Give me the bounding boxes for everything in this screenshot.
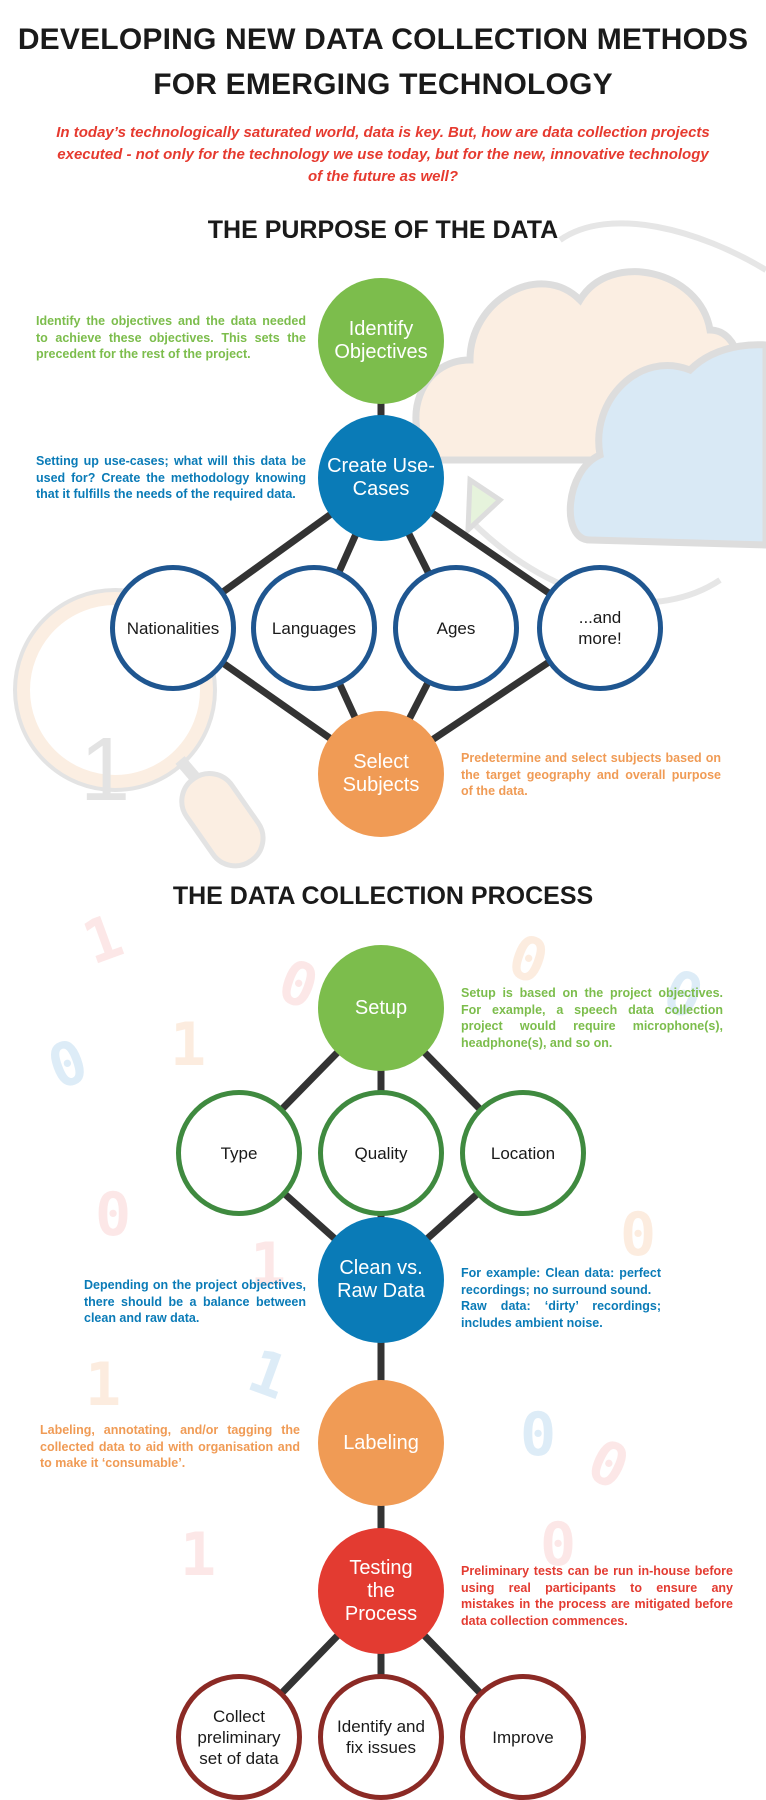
node-label: Select Subjects: [342, 751, 420, 796]
node-ages: Ages: [393, 565, 519, 691]
node-label: Testing the Process: [344, 1556, 418, 1625]
node-label: Location: [490, 1143, 556, 1163]
section-heading-process: THE DATA COLLECTION PROCESS: [172, 882, 594, 910]
node-select-subjects: Select Subjects: [318, 711, 444, 837]
node-label: Clean vs. Raw Data: [337, 1257, 425, 1302]
binary-digit: 1: [250, 1230, 287, 1300]
binary-digit: 0: [620, 1200, 657, 1270]
node-type: Type: [176, 1090, 302, 1216]
binary-digit: 1: [180, 1520, 217, 1590]
node-label: Labeling: [343, 1431, 419, 1454]
node-label: Identify Objectives: [334, 318, 428, 363]
node-identify-objectives: Identify Objectives: [318, 278, 444, 404]
node-location: Location: [460, 1090, 586, 1216]
magnifier-icon: 1: [13, 588, 266, 869]
node-label: Create Use-Cases: [327, 455, 435, 500]
clean-vs-raw-description-right: For example: Clean data: perfect recordi…: [461, 1265, 661, 1331]
node-label: Setup: [354, 996, 408, 1019]
binary-digit: 0: [520, 1400, 557, 1470]
node-label: Improve: [492, 1727, 554, 1747]
raw-data-example: Raw data: ‘dirty’ recordings; includes a…: [461, 1299, 661, 1330]
node-labeling: Labeling: [318, 1380, 444, 1506]
node-label: Identify and fix issues: [337, 1717, 425, 1757]
node-label: Nationalities: [126, 618, 220, 638]
binary-digit: 0: [540, 1510, 577, 1580]
play-triangle-icon: [465, 475, 505, 536]
node-identify-and-fix-issues: Identify and fix issues: [318, 1674, 444, 1800]
page-title-line1: DEVELOPING NEW DATA COLLECTION METHODS: [17, 23, 749, 56]
select-subjects-description: Predetermine and select subjects based o…: [461, 751, 721, 798]
node-label: Quality: [354, 1143, 408, 1163]
node-testing-the-process: Testing the Process: [318, 1528, 444, 1654]
labeling-description: Labeling, annotating, and/or tagging the…: [40, 1423, 300, 1470]
cloud-icon: [412, 220, 766, 606]
node-label: Collect preliminary set of data: [197, 1706, 281, 1768]
node-languages: Languages: [251, 565, 377, 691]
identify-objectives-description: Identify the objectives and the data nee…: [36, 314, 306, 361]
clean-vs-raw-description-left: Depending on the project objectives, the…: [84, 1278, 306, 1325]
node-and-more: ...and more!: [537, 565, 663, 691]
section-heading-purpose: THE PURPOSE OF THE DATA: [207, 216, 559, 244]
create-use-cases-description: Setting up use-cases; what will this dat…: [36, 454, 306, 501]
binary-digit: 1: [170, 1010, 207, 1080]
binary-digit: 0: [95, 1180, 132, 1250]
node-label: Type: [220, 1143, 258, 1163]
node-label: Ages: [436, 618, 476, 638]
node-improve: Improve: [460, 1674, 586, 1800]
page-subtitle: In today’s technologically saturated wor…: [56, 124, 710, 185]
node-collect-preliminary-data: Collect preliminary set of data: [176, 1674, 302, 1800]
node-nationalities: Nationalities: [110, 565, 236, 691]
node-quality: Quality: [318, 1090, 444, 1216]
node-clean-vs-raw-data: Clean vs. Raw Data: [318, 1217, 444, 1343]
node-label: ...and more!: [578, 608, 622, 648]
node-create-use-cases: Create Use-Cases: [318, 415, 444, 541]
page-title-line2: FOR EMERGING TECHNOLOGY: [153, 68, 613, 101]
binary-digit: 1: [85, 1350, 122, 1420]
node-label: Languages: [271, 618, 357, 638]
svg-text:1: 1: [80, 720, 130, 820]
testing-description: Preliminary tests can be run in-house be…: [461, 1564, 733, 1628]
node-setup: Setup: [318, 945, 444, 1071]
setup-description: Setup is based on the project objectives…: [461, 986, 723, 1050]
clean-data-example: For example: Clean data: perfect recordi…: [461, 1266, 661, 1297]
